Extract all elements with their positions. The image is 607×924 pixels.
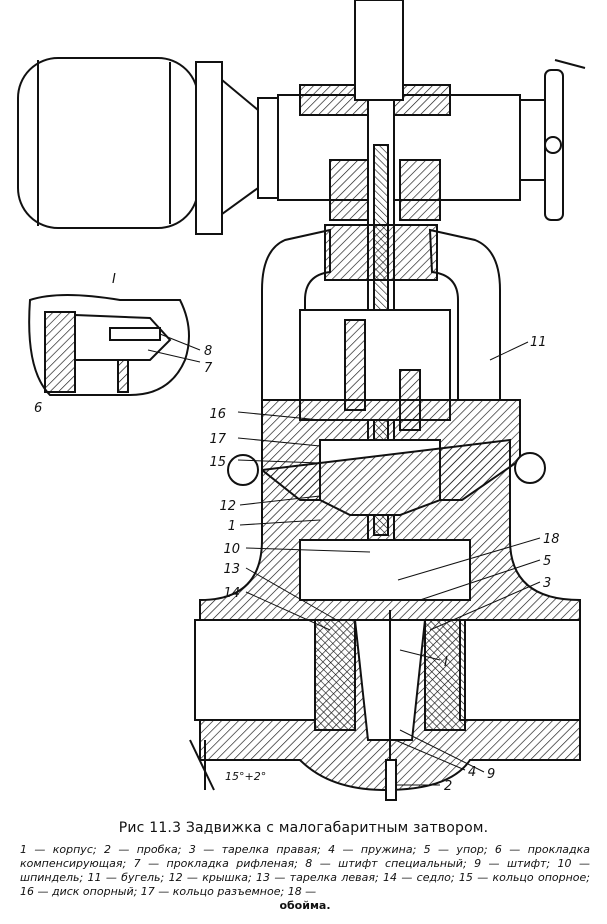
actuator-motor	[17, 57, 279, 235]
label-14: 14	[223, 586, 240, 601]
label-13: 13	[223, 562, 240, 577]
detail-view	[28, 294, 190, 396]
label-4: 4	[468, 765, 476, 780]
label-6: 6	[34, 401, 42, 416]
detail-label: I	[112, 272, 116, 287]
figure-caption: Рис 11.3 Задвижка с малогабаритным затво…	[118, 820, 489, 836]
label-I-main: I	[444, 655, 448, 670]
legend-text: 1 — корпус; 2 — пробка; 3 — тарелка прав…	[20, 843, 590, 898]
label-2: 2	[444, 779, 452, 794]
legend-last: обойма.	[279, 899, 331, 912]
valve-body	[194, 438, 581, 801]
angle-label: 15°+2°	[225, 770, 266, 783]
figure-legend: 1 — корпус; 2 — пробка; 3 — тарелка прав…	[20, 843, 590, 913]
leader-lines	[147, 333, 541, 786]
label-8: 8	[204, 344, 212, 359]
valve-drawing: 16 17 15 12 1 10 13 14 18 5 3 11 I 4 9 2…	[17, 0, 586, 801]
label-17: 17	[209, 432, 226, 447]
label-3: 3	[543, 576, 551, 591]
label-10: 10	[223, 542, 240, 557]
part-labels: 16 17 15 12 1 10 13 14 18 5 3 11 I 4 9 2…	[34, 272, 560, 794]
gearbox	[277, 84, 551, 221]
angle-indicator	[189, 739, 215, 791]
label-18: 18	[543, 532, 560, 547]
handwheel	[544, 59, 586, 221]
label-5: 5	[543, 554, 551, 569]
label-9: 9	[487, 767, 495, 782]
label-16: 16	[209, 407, 226, 422]
label-12: 12	[219, 499, 236, 514]
label-1: 1	[228, 519, 236, 534]
label-11: 11	[530, 335, 547, 350]
label-7: 7	[204, 361, 213, 376]
label-15: 15	[209, 455, 226, 470]
